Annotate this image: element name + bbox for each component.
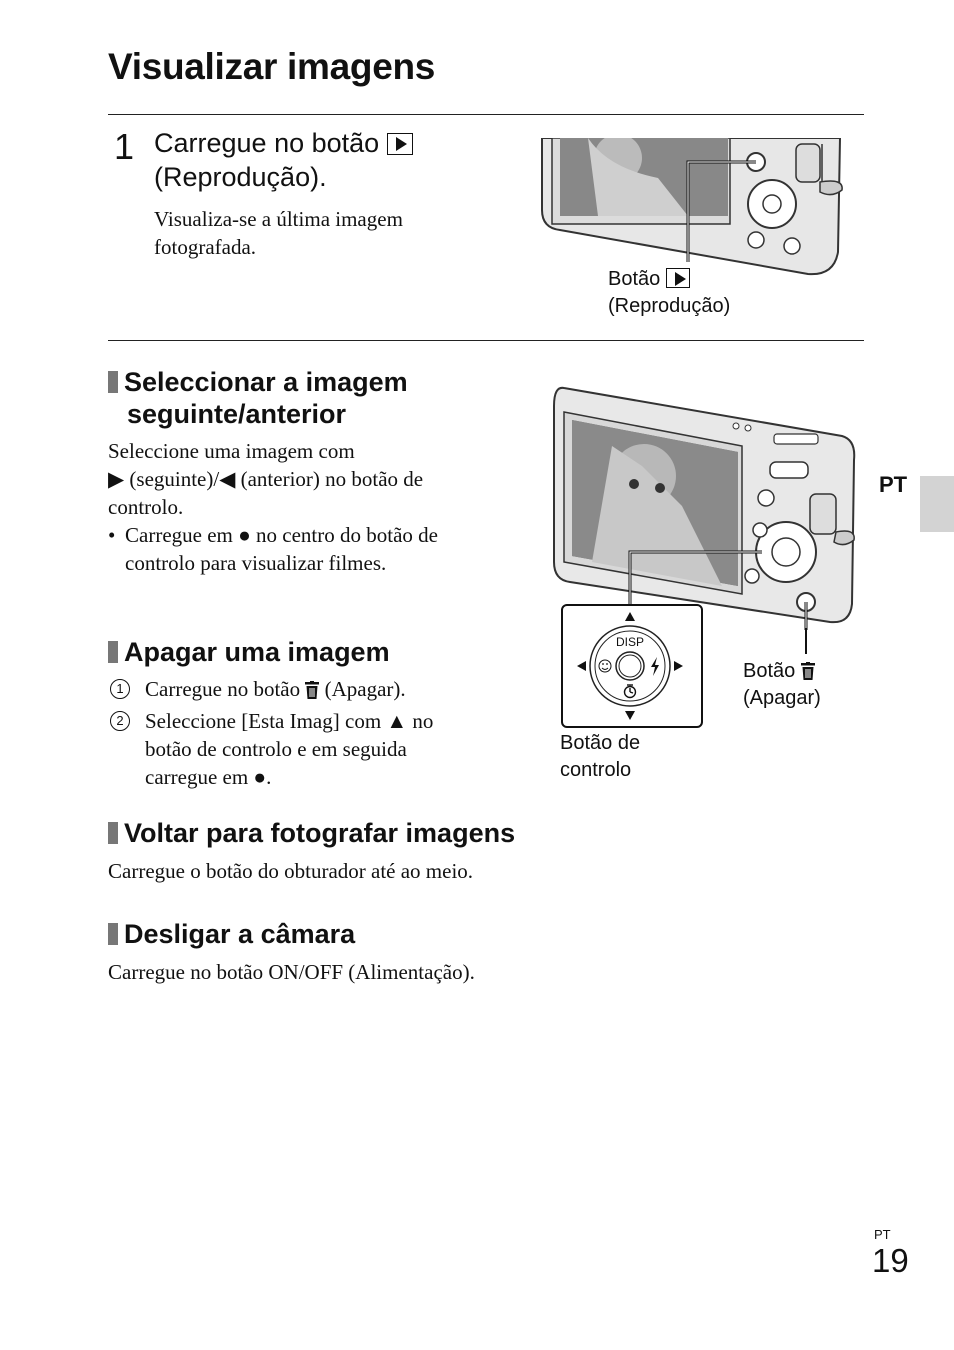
delete-title-text: Apagar uma imagem [124, 637, 390, 667]
trash-icon [800, 662, 815, 680]
section-marker [108, 822, 118, 844]
language-tab-label: PT [879, 472, 908, 497]
page-title: Visualizar imagens [108, 46, 436, 87]
delete-step1-b: (Apagar). [324, 677, 406, 701]
camera-back-illustration [553, 386, 856, 630]
select-section-body: Seleccione uma imagem com ▶ (seguinte)/◀… [108, 437, 518, 577]
bullet-line2: controlo para visualizar filmes. [125, 551, 387, 575]
trash-icon [305, 681, 320, 699]
delete-button-caption: Botão (Apagar) [743, 658, 821, 712]
face-icon [598, 659, 612, 673]
delete-step2-line1: Seleccione [Esta Imag] com ▲ no [145, 709, 434, 733]
control-caption-line1: Botão de [560, 732, 641, 754]
step-number: 1 [114, 126, 135, 167]
camera-playback-illustration [541, 138, 843, 276]
section-rule [108, 340, 864, 341]
step-title: Carregue no botão (Reprodução). [154, 126, 413, 194]
self-timer-icon [623, 684, 637, 699]
play-icon [665, 268, 690, 288]
delete-section-title: Apagar uma imagem [108, 636, 390, 668]
caption-line1: Botão [608, 268, 661, 290]
delete-step1-a: Carregue no botão [145, 677, 301, 701]
section-marker [108, 371, 118, 393]
back-section-text: Carregue o botão do obturador até ao mei… [108, 859, 474, 883]
section-marker [108, 923, 118, 945]
delete-caption-line2: (Apagar) [743, 687, 821, 709]
play-icon [386, 133, 413, 155]
back-section-title: Voltar para fotografar imagens [108, 817, 515, 849]
playback-button-caption: Botão (Reprodução) [608, 266, 730, 320]
delete-steps: 1 Carregue no botão (Apagar). 2 Seleccio… [108, 675, 528, 791]
top-rule [108, 114, 864, 115]
select-bullet: • Carregue em ● no centro do botão de co… [108, 523, 438, 575]
delete-step2-line2: botão de controlo e em seguida [145, 737, 407, 761]
select-line3: controlo. [108, 495, 184, 519]
step-title-line2: (Reprodução). [154, 162, 327, 192]
bullet-line1: Carregue em ● no centro do botão de [125, 523, 438, 547]
delete-caption-line1: Botão [743, 660, 796, 682]
step-circle-2: 2 [110, 711, 130, 731]
section-marker [108, 641, 118, 663]
select-section-title: Seleccionar a imagem seguinte/anterior [108, 366, 408, 430]
page-language: PT [874, 1227, 891, 1242]
language-tab [920, 476, 954, 532]
control-wheel-diagram: DISP [577, 612, 683, 720]
off-title-text: Desligar a câmara [124, 919, 356, 949]
disp-label: DISP [616, 635, 644, 649]
select-line2: ▶ (seguinte)/◀ (anterior) no botão de [108, 467, 424, 491]
back-title-text: Voltar para fotografar imagens [124, 818, 516, 848]
delete-step-2: 2 Seleccione [Esta Imag] com ▲ no botão … [108, 707, 528, 791]
step-title-line1: Carregue no botão [154, 128, 380, 158]
off-section-title: Desligar a câmara [108, 918, 355, 950]
control-caption-line2: controlo [560, 759, 632, 781]
control-wheel-callout: DISP [561, 604, 703, 728]
page-number: 19 [872, 1242, 909, 1279]
control-button-caption: Botão de controlo [560, 730, 640, 784]
step-desc-line1: Visualiza-se a última imagem [154, 207, 403, 231]
step-desc-line2: fotografada. [154, 235, 257, 259]
flash-icon [651, 657, 659, 676]
step-description: Visualiza-se a última imagem fotografada… [154, 205, 403, 261]
delete-leader-line [805, 628, 807, 654]
off-section-text: Carregue no botão ON/OFF (Alimentação). [108, 960, 475, 984]
delete-step-1: 1 Carregue no botão (Apagar). [108, 675, 528, 703]
caption-line2: (Reprodução) [608, 295, 731, 317]
delete-step2-line3: carregue em ●. [145, 765, 272, 789]
select-line1: Seleccione uma imagem com [108, 439, 355, 463]
select-title-line2: seguinte/anterior [127, 399, 347, 429]
step-circle-1: 1 [110, 679, 130, 699]
select-title-line1: Seleccionar a imagem [124, 367, 408, 397]
